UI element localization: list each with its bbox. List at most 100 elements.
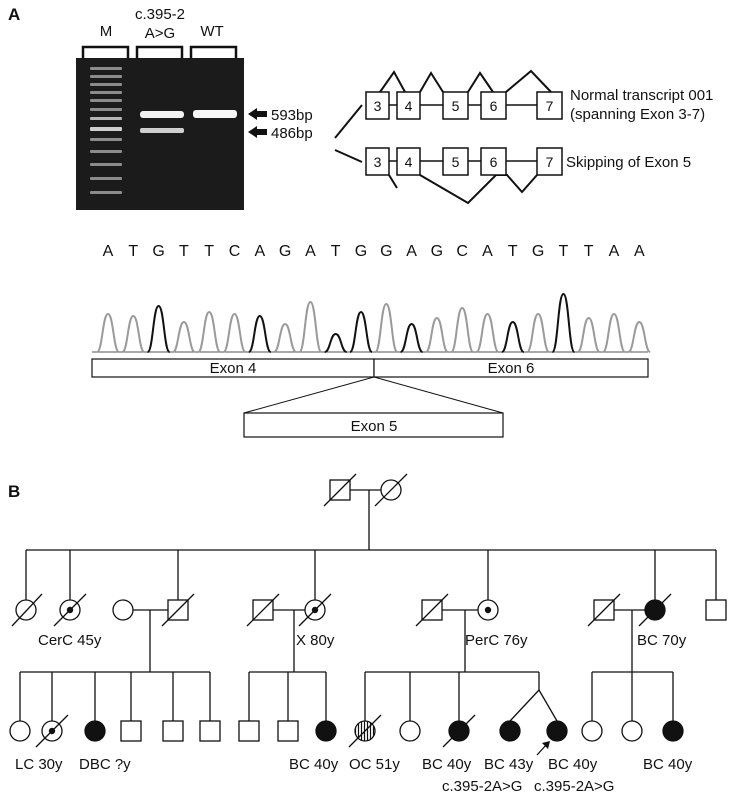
chromatogram-peak <box>247 314 272 353</box>
chromatogram-peak <box>273 322 297 353</box>
chromatogram-peak <box>602 312 626 353</box>
chromatogram-peak <box>324 332 348 353</box>
sequence-letter: C <box>229 243 241 260</box>
label-oc: OC 51y <box>349 756 400 773</box>
skip-transcript-splicing <box>388 174 538 205</box>
chromatogram-trace <box>96 292 651 353</box>
label-bc40b: BC 40y <box>422 756 472 773</box>
normal-transcript-exons <box>365 91 563 120</box>
skip-exon-7: 7 <box>546 154 554 170</box>
chromatogram-peak <box>526 312 551 353</box>
normal-exon-6: 6 <box>490 98 498 114</box>
sequence-letter: T <box>331 243 341 260</box>
chromatogram-peak <box>501 320 525 353</box>
chromatogram-peak <box>551 292 576 353</box>
exon6-label: Exon 6 <box>488 360 535 377</box>
label-bc70: BC 70y <box>637 632 687 649</box>
sequence-letter: A <box>634 243 645 260</box>
arrow-593-icon <box>248 108 267 120</box>
chromatogram-peak <box>424 316 449 353</box>
sequence-letter: A <box>305 243 316 260</box>
sequence-letter: C <box>456 243 468 260</box>
skip-exon-6: 6 <box>490 154 498 170</box>
size-marker-486: 486bp <box>271 125 313 142</box>
sequence-letter: G <box>532 243 544 260</box>
label-cerc: CerC 45y <box>38 632 102 649</box>
exon6-bar <box>373 358 649 378</box>
panel-a-label: A <box>8 5 20 24</box>
arrow-486-icon <box>248 126 267 138</box>
label-dbc: DBC ?y <box>79 756 131 773</box>
sequence-letter: T <box>584 243 594 260</box>
sequence-letter: A <box>254 243 265 260</box>
chromatogram-peak <box>298 300 323 353</box>
skip-exon-5: 5 <box>452 154 460 170</box>
sequence-letter: G <box>152 243 164 260</box>
chromatogram-peak <box>96 312 120 353</box>
chromatogram-peak <box>475 312 500 353</box>
gel-ladder <box>90 67 122 194</box>
gel-lane-bracket-mutant <box>135 45 184 58</box>
label-bc40c: BC 40y <box>548 756 598 773</box>
sequence-letter: A <box>609 243 620 260</box>
gel-band-mutant-486 <box>140 128 184 133</box>
gel-band-wt-593 <box>193 110 237 118</box>
proband-arrow-icon <box>542 741 550 749</box>
sequence-letter: T <box>179 243 189 260</box>
chromatogram-peak <box>400 322 424 353</box>
label-lc: LC 30y <box>15 756 63 773</box>
normal-exon-5: 5 <box>452 98 460 114</box>
label-bc43: BC 43y <box>484 756 534 773</box>
pedigree <box>9 473 727 756</box>
gel-image <box>76 58 244 210</box>
sequence-letter: A <box>482 243 493 260</box>
chromatogram-peak <box>197 310 222 353</box>
normal-transcript-label: Normal transcript 001 <box>570 87 713 104</box>
label-perc: PerC 76y <box>465 632 528 649</box>
sequence-letter: G <box>431 243 443 260</box>
gel-lane-bracket-m <box>81 45 130 58</box>
gel-band-mutant-593 <box>140 111 184 118</box>
sequence-letter: T <box>128 243 138 260</box>
exon5-bar <box>243 412 504 438</box>
chromatogram-peak <box>121 314 146 353</box>
sequence-letter: A <box>103 243 114 260</box>
exon4-label: Exon 4 <box>210 360 257 377</box>
gel-lane-wt-label: WT <box>200 23 223 40</box>
chromatogram-peak <box>627 320 651 353</box>
normal-exon-4: 4 <box>405 98 413 114</box>
chromatogram-peak <box>576 316 601 353</box>
label-x80: X 80y <box>296 632 335 649</box>
skip-transcript-label: Skipping of Exon 5 <box>566 154 691 171</box>
sequence-letter: G <box>355 243 367 260</box>
chromatogram-peak <box>349 310 373 353</box>
sequence-letter: G <box>380 243 392 260</box>
gel-lane-m-label: M <box>100 23 113 40</box>
sequence-letter: A <box>406 243 417 260</box>
skip-exon-3: 3 <box>374 154 382 170</box>
normal-exon-3: 3 <box>374 98 382 114</box>
chromatogram-peak <box>222 312 247 353</box>
chromatogram-peak <box>374 302 399 353</box>
label-bc40d: BC 40y <box>643 756 693 773</box>
normal-exon-7: 7 <box>546 98 554 114</box>
exon5-label: Exon 5 <box>351 418 398 435</box>
label-mutation-2: c.395-2A>G <box>534 778 614 795</box>
exon5-insertion-lines <box>243 376 504 414</box>
sequence-letter: G <box>279 243 291 260</box>
gel-lane-mutant-label-1: c.395-2 <box>135 6 185 23</box>
skip-exon-4: 4 <box>405 154 413 170</box>
sequence-letter: T <box>559 243 569 260</box>
gel-lane-bracket-wt <box>189 45 238 58</box>
sequence-letter: T <box>508 243 518 260</box>
transcript-branch-lines <box>334 104 363 163</box>
label-mutation-1: c.395-2A>G <box>442 778 522 795</box>
normal-transcript-sublabel: (spanning Exon 3-7) <box>570 106 705 123</box>
normal-transcript-splicing <box>379 69 552 93</box>
size-marker-593: 593bp <box>271 107 313 124</box>
chromatogram-peak <box>146 304 171 353</box>
sequence-letter: T <box>204 243 214 260</box>
chromatogram-peak <box>450 306 475 353</box>
